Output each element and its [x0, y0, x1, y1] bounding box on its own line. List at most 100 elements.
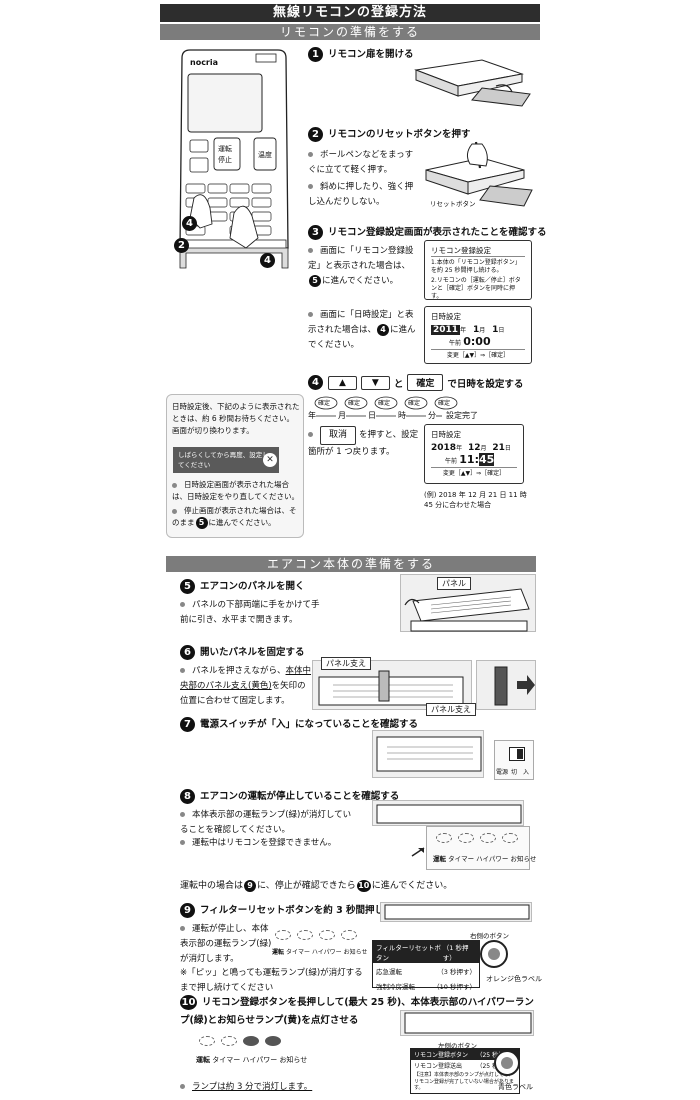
panel-label: パネル: [437, 577, 471, 590]
step-5-illustration: パネル: [400, 574, 536, 632]
bullet-dot: [180, 812, 185, 817]
step-8-bullet-1-text: 本体表示部の運転ランプ(緑)が消灯していることを確認してください。: [180, 810, 352, 835]
lcd-1-line1: 1.本体の「リモコン登録ボタン」を約 25 秒間押し続ける。: [431, 259, 521, 274]
bullet-dot: [180, 602, 185, 607]
lcd-3-day: 21: [492, 443, 505, 453]
note-bullet-2-text: 停止画面が表示された場合は、そのまま: [172, 506, 297, 527]
aircon-body-drawing: [384, 904, 530, 920]
lamp-label-notice: お知らせ: [343, 949, 368, 956]
step-3-text: リモコン登録設定画面が表示されたことを確認する: [328, 227, 547, 238]
lamp-timer-icon: [221, 1036, 237, 1046]
lamp-label-hipower: ハイパワー: [476, 855, 509, 863]
lamp-label-run: 運転: [196, 1056, 210, 1064]
step-7-number: 7: [180, 717, 195, 732]
section-header-remote: リモコンの準備をする: [160, 24, 540, 40]
aircon-power-drawing: [376, 736, 482, 772]
flow-year: 年: [308, 411, 316, 420]
step-4-tail: で日時を設定する: [447, 378, 524, 390]
filter-reset-label: フィルターリセットボタン: [376, 944, 441, 962]
remote-temp-label: 温度: [258, 151, 272, 159]
remote-control-drawing: [179, 49, 289, 269]
panel-support-label-1: パネル支え: [321, 657, 371, 670]
remote-stop-button-label: 停止: [218, 156, 232, 164]
reset-button-callout: リセットボタン: [430, 200, 476, 208]
step-2-bullet-1-text: ボールペンなどをまっすぐに立てて軽く押す。: [308, 150, 414, 175]
lcd-3-title: 日時設定: [431, 430, 461, 439]
step-ref-9: 9: [244, 879, 257, 892]
step-2-number: 2: [308, 127, 323, 142]
lcd-2-month: 1: [472, 325, 480, 335]
step-5-bullet-text: パネルの下部両端に手をかけて手前に引き、水平まで開きます。: [180, 600, 320, 625]
lamp-notice-icon: [265, 1036, 281, 1046]
step-1-number: 1: [308, 47, 323, 62]
date-flow: 確定 確定 確定 確定 確定 年 月 日 時 分 設定完了: [308, 396, 538, 420]
step-10-button-icon: [494, 1050, 520, 1076]
left-button-label: 左側のボタン: [438, 1042, 477, 1050]
lcd-3-day-unit: 日: [504, 445, 511, 452]
bullet-dot: [308, 248, 313, 253]
step-3-number: 3: [308, 225, 323, 240]
step-3-bullet-2-tail: に進んでください。: [308, 325, 416, 350]
flow-month: 月: [338, 411, 346, 420]
panel-support-detail-drawing: [494, 666, 535, 706]
lcd-3-footer: 変更［▲▼］⇒［確定］: [431, 467, 517, 479]
note-text: 日時設定後、下記のように表示されたときは、約 6 秒間お待ちください。画面が切り…: [172, 402, 300, 435]
bullet-dot: [180, 668, 185, 673]
step-ref-10: 10: [356, 879, 371, 892]
step-2-illustration: リセットボタン: [420, 140, 535, 212]
step-8-bullet-1: 本体表示部の運転ランプ(緑)が消灯していることを確認してください。: [180, 808, 356, 838]
step-10-bullet-text: ランプは約 3 分で消灯します。: [192, 1082, 313, 1092]
lamp-row: [272, 930, 368, 943]
step-9-number: 9: [180, 903, 195, 918]
step-6-bullet-underlined: 本体中央部のパネル支え(黄色): [180, 666, 312, 691]
flow-btn-1: 確定: [318, 400, 331, 407]
step-9-text: フィルターリセットボタンを約 3 秒間押し続ける: [200, 905, 413, 916]
step-9-bullet: 運転が停止し、本体表示部の運転ランプ(緑)が消灯します。: [180, 922, 272, 967]
lcd-3-colon: :: [474, 453, 479, 466]
step-8-arrow-icon: [410, 846, 426, 858]
bullet-dot: [308, 152, 313, 157]
section-header-aircon: エアコン本体の準備をする: [166, 556, 536, 572]
note-bullet-1-text: 日時設定画面が表示された場合は、日時設定をやり直してください。: [172, 480, 300, 501]
flow-minute: 分: [428, 411, 436, 420]
lcd-2-month-unit: 月: [479, 327, 486, 334]
note-close-icon: ✕: [263, 453, 277, 467]
step-ref-5: 5: [309, 274, 321, 287]
aircon-body-drawing: [404, 1012, 532, 1034]
panel-support-label-2: パネル支え: [426, 703, 476, 716]
filter-reset-duration: （1 秒押す）: [442, 944, 469, 962]
down-button: ▼: [360, 375, 390, 390]
step-1-illustration: [412, 56, 534, 108]
button-row-filter: フィルターリセットボタン（1 秒押す）: [373, 941, 479, 963]
step-9-title: 9 フィルターリセットボタンを約 3 秒間押し続ける: [180, 902, 413, 918]
lcd-2-time-row: 午前 0:00: [431, 336, 525, 349]
mid-instruction-pre: 運転中の場合は: [180, 881, 244, 891]
step-4-cancel-text: を押すと、設定箇所が 1 つ戻ります。: [308, 430, 419, 457]
bullet-dot: [308, 312, 313, 317]
step-9-button-panel: フィルターリセットボタン（1 秒押す） 応急運転（3 秒押す） 強制冷房運転（1…: [372, 940, 480, 991]
step-8-bullet-2-text: 運転中はリモコンを登録できません。: [192, 838, 337, 848]
step-3-title: 3 リモコン登録設定画面が表示されたことを確認する: [308, 224, 547, 240]
step-10-text: リモコン登録ボタンを長押しして(最大 25 秒)、本体表示部のハイパワーランプ(…: [180, 997, 534, 1026]
registration-label: リモコン登録ボタン: [414, 1052, 469, 1059]
step-1-text: リモコン扉を開ける: [328, 49, 414, 60]
power-switch-label: 電源: [496, 769, 509, 776]
registration-warning: 【注意】本体表示部のランプが点灯しても、リモコン登録が完了していない場合がありま…: [414, 1072, 514, 1091]
note-popup-text: しばらくしてから再度、設定してください: [178, 451, 269, 469]
remote-step-4-marker-b: 4: [260, 253, 275, 268]
date-example-caption: (例) 2018 年 12 月 21 日 11 時 45 分に合わせた場合: [424, 491, 527, 509]
step-2-bullet-1: ボールペンなどをまっすぐに立てて軽く押す。: [308, 148, 418, 178]
step-8-illustration: [372, 800, 524, 826]
step-9-aircon: [380, 902, 532, 922]
lcd-2-footer: 変更［▲▼］⇒［確定］: [431, 349, 525, 361]
step-3-bullet-1-tail: に進んでください。: [322, 276, 399, 286]
step-1-title: 1 リモコン扉を開ける: [308, 46, 414, 62]
note-popup: しばらくしてから再度、設定してください: [173, 447, 279, 473]
button-row-forced-cooling: 強制冷房運転（10 秒押す）: [373, 979, 479, 993]
lamp-label-hipower: ハイパワー: [311, 949, 342, 956]
lcd-3-time-row: 午前 11:45: [431, 453, 517, 467]
